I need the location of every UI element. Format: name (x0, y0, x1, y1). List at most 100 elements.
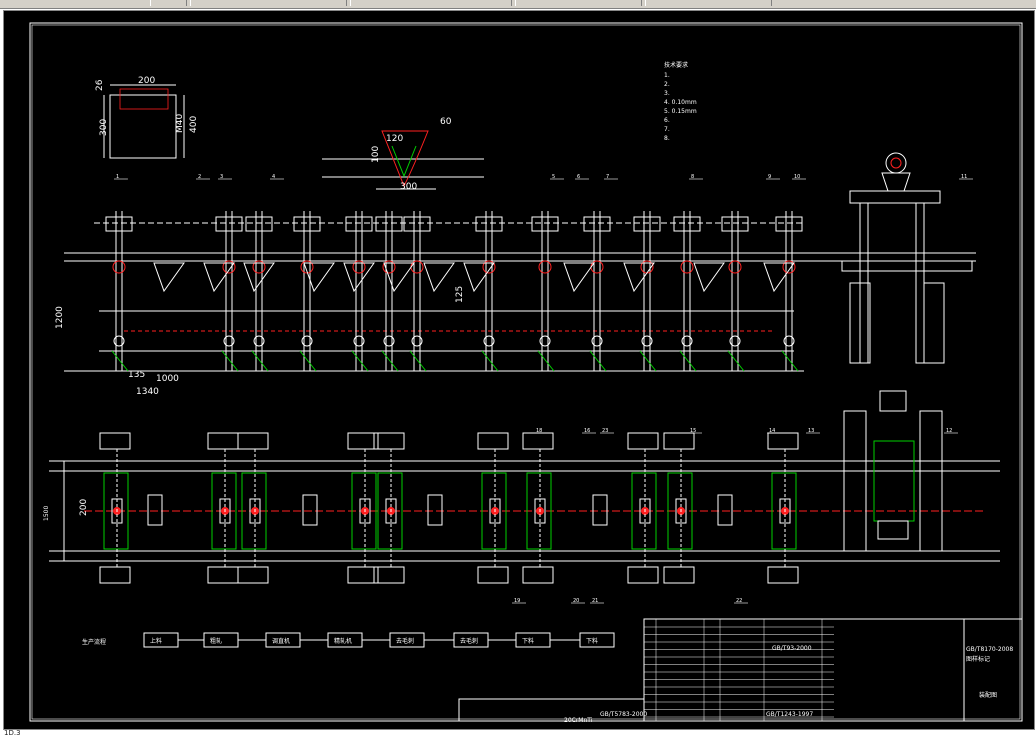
top-pad (627, 432, 659, 450)
balloon-label: 10 (794, 174, 800, 180)
arm-wedge (153, 262, 185, 293)
std-1: GB/T93-2000 (772, 645, 812, 652)
support-strut (299, 350, 317, 372)
bearing-block (583, 216, 611, 232)
bottom-pad (522, 566, 554, 584)
support-strut (727, 350, 745, 372)
arm-wedge (303, 262, 335, 293)
shaft-block (717, 494, 733, 526)
arm-wedge (693, 262, 725, 293)
bearing-block (105, 216, 133, 232)
bearing-block (775, 216, 803, 232)
note-3: 3. (664, 90, 670, 97)
roller (352, 260, 366, 274)
notes-title: 技术要求 (664, 61, 688, 69)
note-4: 4. 0.10mm (664, 99, 697, 106)
flow-label: 生产流程 (82, 638, 106, 646)
balloon-label: 13 (808, 428, 814, 434)
balloon-label: 11 (961, 174, 967, 180)
dim-125: 125 (455, 286, 465, 303)
dim-1500: 1500 (43, 506, 50, 521)
roller-lower (253, 335, 265, 347)
bearing-block (375, 216, 403, 232)
frame-green (377, 472, 403, 550)
roller (680, 260, 694, 274)
frame-green (771, 472, 797, 550)
flow-step-label: 上料 (150, 637, 162, 645)
bottom-pad (207, 566, 239, 584)
roller (222, 260, 236, 274)
shaft-block (302, 494, 318, 526)
roller-lower (353, 335, 365, 347)
balloon-label: 3 (220, 174, 223, 180)
bearing-block (721, 216, 749, 232)
bearing-block (531, 216, 559, 232)
flow-step-label: 去毛刺 (460, 637, 478, 645)
support-strut (537, 350, 555, 372)
roller-lower (301, 335, 313, 347)
bearing-block (475, 216, 503, 232)
balloon-label: 15 (690, 428, 696, 434)
title-block (643, 618, 1023, 722)
toolbar-dropdown[interactable] (645, 0, 772, 6)
title-name: 装配图 (979, 691, 997, 699)
support-strut (781, 350, 799, 372)
note-8: 8. (664, 135, 670, 142)
flow-step-label: 精轧机 (334, 637, 352, 645)
balloon-label: 6 (577, 174, 580, 180)
flow-step-label: 去毛刺 (396, 637, 414, 645)
dim-1200: 1200 (55, 306, 65, 329)
toolbar-dropdown[interactable] (515, 0, 642, 6)
dim-200-plan: 200 (79, 499, 89, 516)
roller-lower (223, 335, 235, 347)
roller-lower (113, 335, 125, 347)
bearing-block (673, 216, 701, 232)
shaft-block (592, 494, 608, 526)
bottom-pad (237, 566, 269, 584)
balloon-label: 2 (198, 174, 201, 180)
toolbar-button[interactable] (150, 0, 187, 6)
arm-wedge (203, 262, 235, 293)
balloon-label: 14 (769, 428, 775, 434)
balloon-label: 8 (691, 174, 694, 180)
balloon-label: 9 (768, 174, 771, 180)
support-strut (111, 350, 129, 372)
dim-100: 100 (371, 146, 381, 163)
shaft-block (147, 494, 163, 526)
status-text: 1D.3 (4, 729, 21, 737)
dim-300-b: 300 (400, 182, 417, 192)
detail-section-box (109, 94, 177, 159)
bottom-pad (663, 566, 695, 584)
arm-wedge (563, 262, 595, 293)
top-pad (767, 432, 799, 450)
note-2: 2. (664, 81, 670, 88)
toolbar-dropdown[interactable] (350, 0, 512, 6)
arm-wedge (343, 262, 375, 293)
note-7: 7. (664, 126, 670, 133)
toolbar-dropdown[interactable] (190, 0, 347, 6)
top-pad (347, 432, 379, 450)
arm-wedge (423, 262, 455, 293)
support-strut (639, 350, 657, 372)
dim-300-a: 300 (99, 119, 109, 136)
dim-1000: 1000 (156, 374, 179, 384)
roller (252, 260, 266, 274)
roller (728, 260, 742, 274)
dim-m40: M40 (175, 114, 185, 133)
frame-green (481, 472, 507, 550)
top-pad (477, 432, 509, 450)
bottom-pad (767, 566, 799, 584)
dim-120: 120 (386, 134, 403, 144)
roller-lower (411, 335, 423, 347)
balloon-label: 16 (584, 428, 590, 434)
dim-400: 400 (189, 116, 199, 133)
roller-lower (641, 335, 653, 347)
flow-step-box (579, 632, 615, 648)
top-pad (522, 432, 554, 450)
flow-step-label: 下料 (586, 637, 598, 645)
top-pad (237, 432, 269, 450)
bottom-pad (373, 566, 405, 584)
frame-green (103, 472, 129, 550)
